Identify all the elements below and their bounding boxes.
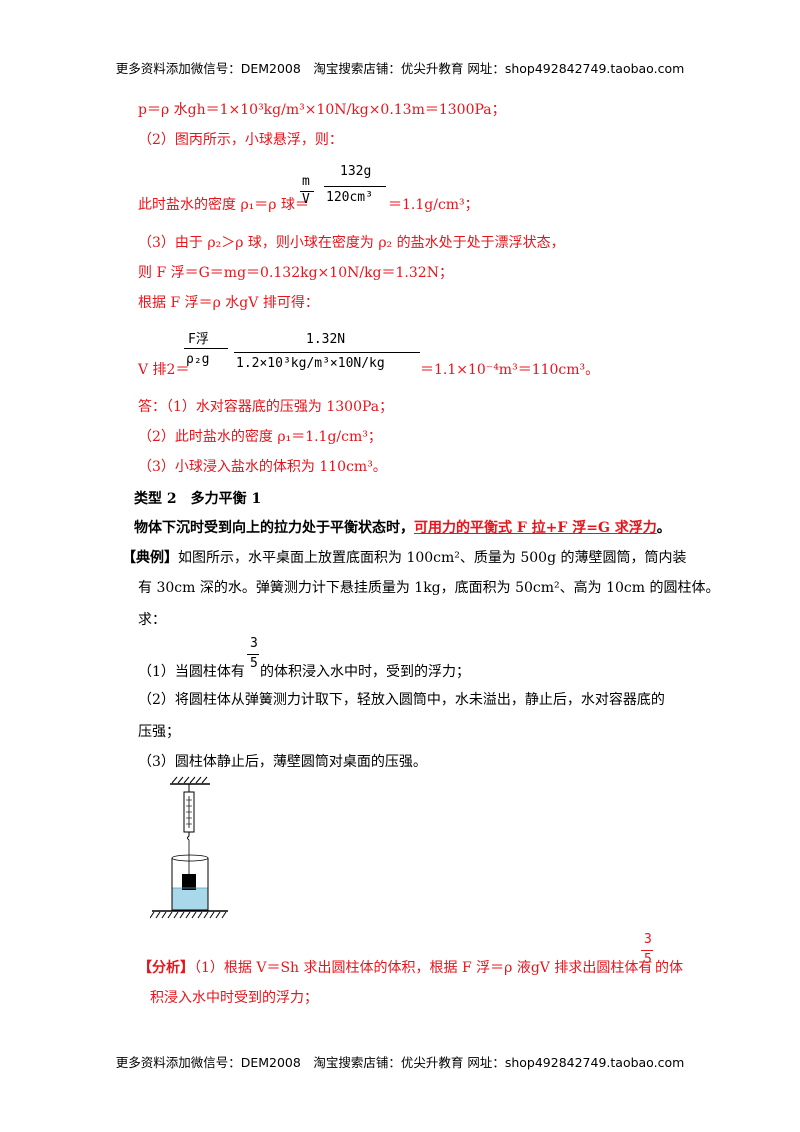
section-title: 类型 2 多力平衡 1 xyxy=(134,491,262,507)
fraction-rho-denominator: ρ₂g xyxy=(186,352,210,367)
page-footer: 更多资料添加微信号：DEM2008 淘宝搜索店铺：优尖升教育 网址：shop49… xyxy=(115,1055,685,1070)
rule-highlight: 可用力的平衡式 F 拉+F 浮=G 求浮力 xyxy=(414,520,657,536)
page-header: 更多资料添加微信号：DEM2008 淘宝搜索店铺：优尖升教育 网址：shop49… xyxy=(115,61,685,76)
fraction-mv-bar xyxy=(300,191,314,192)
analysis-line-1: 【分析】（1）根据 V＝Sh 求出圆柱体的体积，根据 F 浮＝ρ 液gV 排求出… xyxy=(138,958,652,978)
rule-end: 。 xyxy=(656,520,671,536)
rule-line: 物体下沉时受到向上的拉力处于平衡状态时，可用力的平衡式 F 拉+F 浮=G 求浮… xyxy=(134,518,671,538)
example-line-1: 【典例】如图所示，水平桌面上放置底面积为 100cm²、质量为 500g 的薄壁… xyxy=(122,548,686,568)
fraction-3-numerator: 3 xyxy=(250,636,258,651)
density-formula-prefix: 此时盐水的密度 ρ₁＝ρ 球＝ xyxy=(138,197,309,213)
pressure-formula: p＝ρ 水gh＝1×10³kg/m³×10N/kg×0.13m＝1300Pa； xyxy=(138,102,506,118)
answer-1: 答：（1）水对容器底的压强为 1300Pa； xyxy=(138,399,394,415)
cylinder-block xyxy=(182,874,196,890)
fraction-132n-bar xyxy=(234,352,420,353)
example-text-1: 如图所示，水平桌面上放置底面积为 100cm²、质量为 500g 的薄壁圆筒，筒… xyxy=(178,550,687,566)
fraction-132g-bar xyxy=(324,186,386,187)
question-1-prefix: （1）当圆柱体有 xyxy=(138,664,245,680)
question-2-line-2: 压强； xyxy=(138,724,180,740)
fraction-density-denominator: 1.2×10³kg/m³×10N/kg xyxy=(236,356,385,371)
fraction-120cm3-denominator: 120cm³ xyxy=(326,190,373,205)
analysis-text-1: （1）根据 V＝Sh 求出圆柱体的体积，根据 F 浮＝ρ 液gV 排求出圆柱体有 xyxy=(194,960,653,976)
fraction-f-numerator: F浮 xyxy=(188,332,209,347)
spring-scale-figure xyxy=(150,776,228,919)
analysis-line-2: 积浸入水中时受到的浮力； xyxy=(150,990,318,1006)
step-3-intro: （3）由于 ρ₂＞ρ 球，则小球在密度为 ρ₂ 的盐水处于处于漂浮状态， xyxy=(138,235,565,251)
rule-text: 物体下沉时受到向上的拉力处于平衡状态时， xyxy=(134,520,414,536)
fraction-m-numerator: m xyxy=(302,174,310,189)
example-line-2: 有 30cm 深的水。弹簧测力计下悬挂质量为 1kg，底面积为 50cm²、高为… xyxy=(138,580,720,596)
fraction-3-5-bar xyxy=(247,654,259,655)
fraction-v-denominator: V xyxy=(302,192,310,207)
question-3: （3）圆柱体静止后，薄壁圆筒对桌面的压强。 xyxy=(138,754,427,770)
question-1-suffix: 的体积浸入水中时，受到的浮力； xyxy=(260,664,470,680)
analysis-text-1-end: 的体 xyxy=(655,960,683,976)
water xyxy=(172,888,208,910)
fraction-f-bar xyxy=(184,348,228,349)
step-2-intro: （2）图丙所示，小球悬浮，则： xyxy=(138,132,343,148)
archimedes-formula: 根据 F 浮＝ρ 水gV 排可得： xyxy=(138,295,319,311)
fraction-132g-numerator: 132g xyxy=(340,164,372,179)
answer-3: （3）小球浸入盐水的体积为 110cm³。 xyxy=(138,459,387,475)
volume-result: ＝1.1×10⁻⁴m³＝110cm³。 xyxy=(420,362,600,378)
volume-formula-prefix: V 排2＝ xyxy=(138,362,190,378)
example-tag: 【典例】 xyxy=(122,550,178,566)
buoyancy-equals-weight: 则 F 浮＝G＝mg＝0.132kg×10N/kg＝1.32N； xyxy=(138,265,453,281)
analysis-fraction-bar xyxy=(641,950,653,951)
ceiling-hatch xyxy=(171,776,208,784)
example-line-3: 求： xyxy=(138,612,166,628)
analysis-fraction-5-denominator: 5 xyxy=(644,952,652,967)
fraction-132n-numerator: 1.32N xyxy=(306,332,346,347)
analysis-fraction-3-numerator: 3 xyxy=(644,932,652,947)
fraction-5-denominator: 5 xyxy=(250,656,258,671)
analysis-tag: 【分析】 xyxy=(138,960,194,976)
container xyxy=(171,858,209,911)
question-2-line-1: （2）将圆柱体从弹簧测力计取下，轻放入圆筒中，水未溢出，静止后，水对容器底的 xyxy=(138,692,665,708)
table-hatch xyxy=(150,911,227,919)
answer-2: （2）此时盐水的密度 ρ₁＝1.1g/cm³； xyxy=(138,429,382,445)
density-result: ＝1.1g/cm³； xyxy=(388,197,479,213)
hook xyxy=(187,832,190,841)
